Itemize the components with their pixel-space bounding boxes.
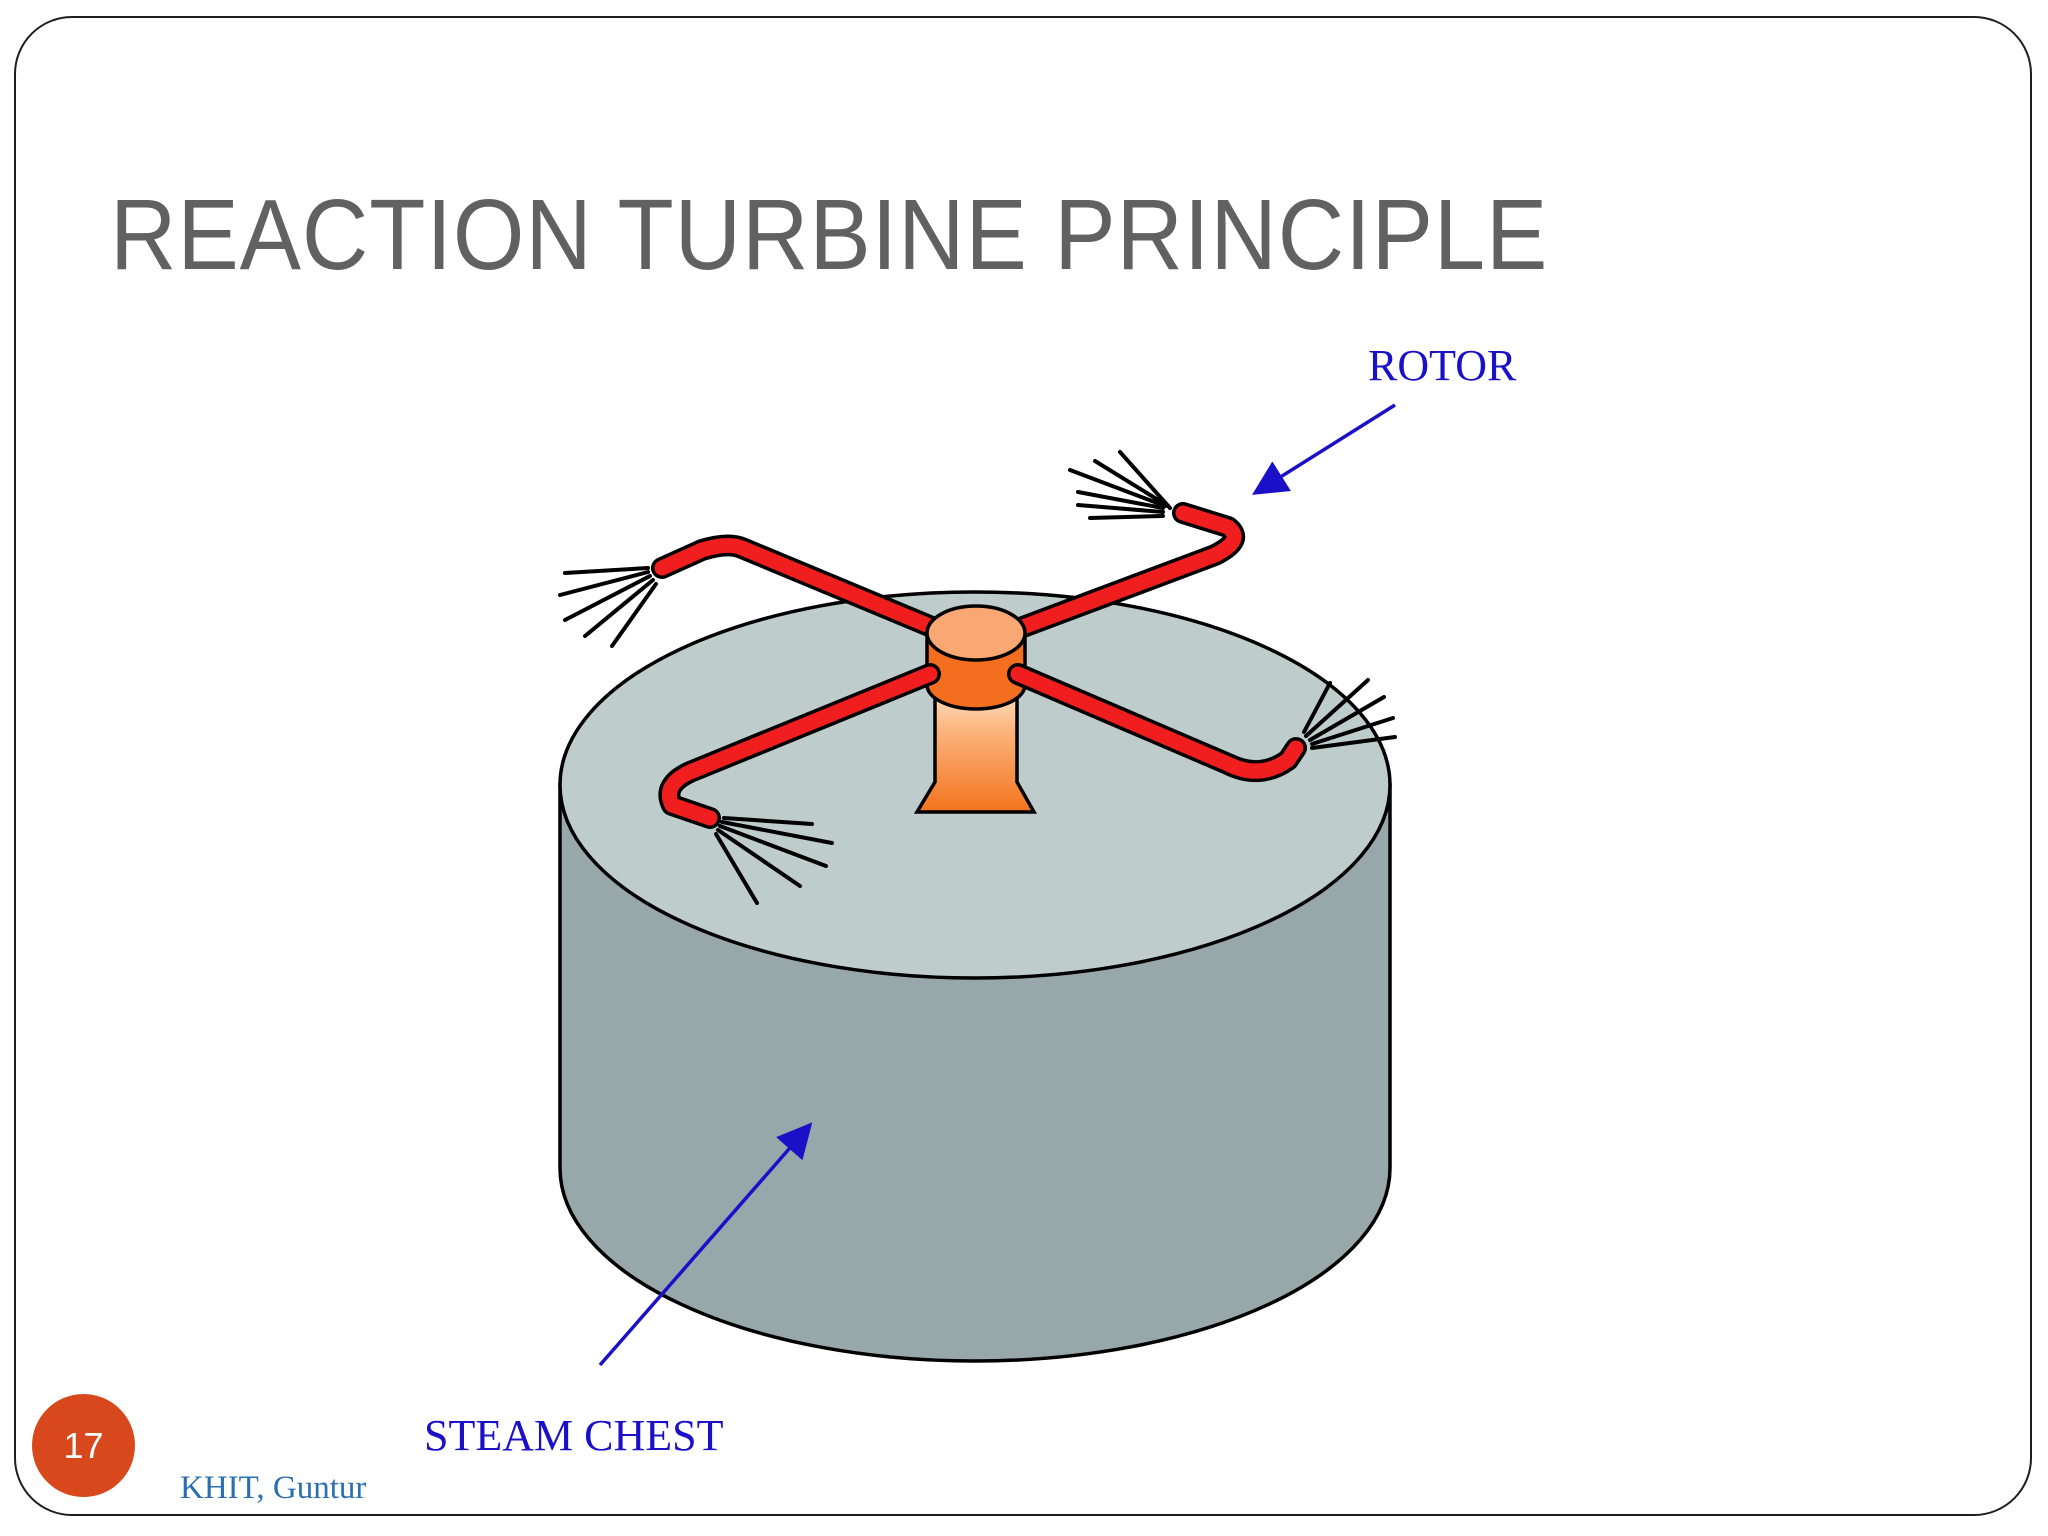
- hub-top: [925, 604, 1027, 662]
- steam-chest-label: STEAM CHEST: [424, 1411, 724, 1460]
- slide-title: REACTION TURBINE PRINCIPLE: [110, 179, 1549, 291]
- rotor-arms-front: [658, 663, 1307, 829]
- footer-text: KHIT, Guntur: [180, 1470, 367, 1506]
- steam-jet-left: [558, 566, 658, 648]
- slide-number-badge: 17: [32, 1394, 135, 1497]
- steam-jet-top-right: [1068, 450, 1172, 520]
- rotor-arrow: [1252, 403, 1396, 495]
- rotor-hub: [925, 604, 1027, 711]
- steam-jet-bottom-left: [714, 816, 834, 905]
- slide-number: 17: [63, 1424, 104, 1466]
- steam-chest-arrow: [598, 1122, 813, 1367]
- steam-jets: [558, 450, 1397, 905]
- rotor-label: ROTOR: [1368, 341, 1517, 390]
- rotor-arms-rear: [651, 502, 1245, 656]
- steam-jet-right: [1302, 678, 1397, 750]
